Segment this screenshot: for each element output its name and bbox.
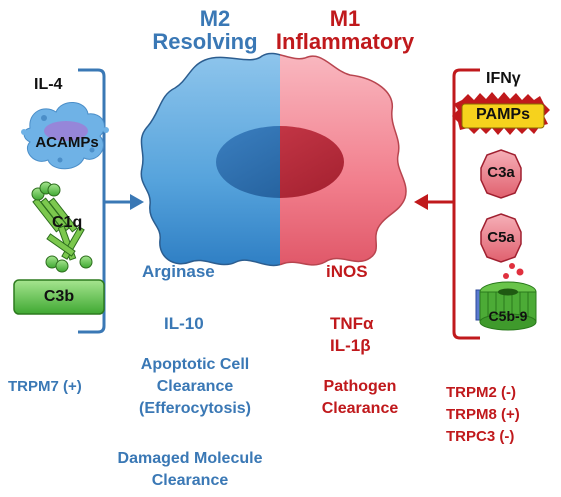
- pamps-box-icon: [461, 103, 545, 129]
- il1b-label: IL-1β: [330, 336, 371, 355]
- apoptotic-line-2: Clearance: [156, 378, 234, 395]
- acamps-label: ACAMPs: [35, 134, 99, 151]
- il10-label: IL-10: [164, 314, 204, 333]
- trpm7-label: TRPM7 (+): [8, 378, 82, 395]
- trpm2-label: TRPM2 (-): [446, 384, 516, 401]
- c3b-label: C3b: [43, 288, 75, 305]
- left-bracket-arrow: [78, 68, 144, 334]
- acamps-blob-icon: [21, 102, 109, 170]
- c3b-box-icon: [13, 279, 105, 315]
- inos-label: iNOS: [326, 262, 368, 281]
- m1-title: M1: [329, 6, 361, 31]
- pathogen-line-1: Pathogen: [323, 378, 397, 395]
- macrophage-cell: [140, 52, 407, 267]
- tnfa-label: TNFα: [330, 314, 374, 333]
- c5b9-complex-icon: [475, 263, 537, 331]
- c3a-label: C3a: [487, 164, 515, 181]
- damaged-line-2: Clearance: [151, 472, 229, 489]
- c5b9-label: C5b-9: [488, 308, 528, 324]
- trpm8-label: TRPM8 (+): [446, 406, 520, 423]
- right-bracket-arrow: [414, 68, 480, 340]
- pamps-label: PAMPs: [476, 106, 530, 123]
- c1q-label: C1q: [52, 214, 83, 231]
- trpc3-label: TRPC3 (-): [446, 428, 515, 445]
- m1-subtitle: Inflammatory: [275, 29, 415, 54]
- m2-subtitle: Resolving: [152, 29, 258, 54]
- c5a-label: C5a: [487, 229, 515, 246]
- damaged-line-1: Damaged Molecule: [117, 450, 263, 467]
- apoptotic-line-3: (Efferocytosis): [138, 400, 252, 417]
- arginase-label: Arginase: [142, 262, 215, 281]
- ifng-label: IFNγ: [486, 70, 521, 87]
- apoptotic-line-1: Apoptotic Cell: [140, 356, 250, 373]
- c1q-molecule-icon: [31, 181, 93, 273]
- c3a-octagon-icon: [480, 149, 522, 199]
- pathogen-line-2: Clearance: [321, 400, 399, 417]
- m2-title: M2: [199, 6, 231, 31]
- c5a-octagon-icon: [480, 213, 522, 263]
- il4-label: IL-4: [34, 76, 63, 93]
